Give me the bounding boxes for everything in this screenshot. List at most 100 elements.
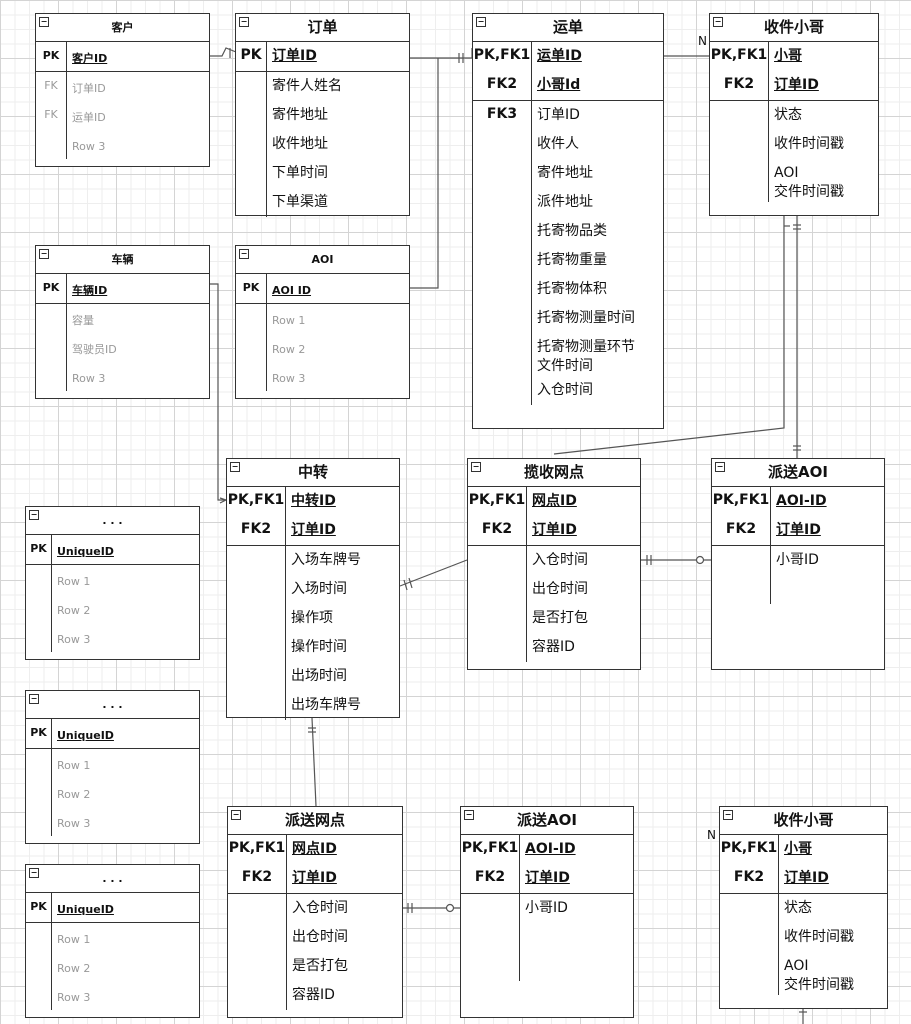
field-name: 是否打包 [292,958,348,974]
key-label [473,333,531,338]
key-label [473,304,531,309]
key-label [720,952,778,957]
field-section: Row 1 Row 2 Row 3 [26,749,199,836]
collapse-icon[interactable]: − [713,17,723,27]
entity-title-text: 派送AOI [517,811,577,829]
collapse-icon[interactable]: − [39,249,49,259]
field-name: 订单ID [784,870,829,886]
field-name: 托寄物品类 [537,223,607,239]
collapse-icon[interactable]: − [476,17,486,27]
field-name: AOI-ID [776,493,827,509]
collapse-icon[interactable]: − [231,810,241,820]
key-section: PK UniqueID [26,893,199,923]
key-section: PK 车辆ID [36,274,209,304]
collapse-icon[interactable]: − [464,810,474,820]
field-name: 容器ID [292,987,335,1003]
collapse-icon[interactable]: − [29,510,39,520]
field-section: 小哥ID [712,546,884,604]
field-name: 出场时间 [291,668,347,684]
field-name: Row 1 [272,314,306,327]
collapse-icon[interactable]: − [239,249,249,259]
field-name: 出场车牌号 [291,697,361,713]
field-name: Row 3 [57,817,91,830]
key-label [26,623,51,630]
collapse-icon[interactable]: − [230,462,240,472]
key-label: PK [30,542,47,555]
field-row: 下单时间 [236,159,409,188]
collapse-icon[interactable]: − [29,868,39,878]
key-label: PK,FK1 [461,840,519,856]
field-name: UniqueID [57,903,114,916]
field-name: 驾驶员ID [72,343,117,356]
field-name: 托寄物测量时间 [537,310,635,326]
field-row: Row 2 [26,778,199,807]
field-row: 出场车牌号 [227,691,399,720]
connector-transfer-outlet [311,717,317,807]
key-label [227,662,285,667]
field-row: 托寄物体积 [473,275,663,304]
collapse-icon[interactable]: − [39,17,49,27]
key-label [473,376,531,381]
field-name [519,923,633,928]
field-name: Row 1 [57,575,91,588]
key-label: PK [30,900,47,913]
entity-title: − 揽收网点 [468,459,640,487]
field-row: 托寄物测量环节 文件时间 [473,333,663,376]
key-label [236,333,266,340]
collapse-icon[interactable]: − [239,17,249,27]
field-row: 收件时间戳 [720,923,887,952]
field-name: 小哥ID [776,552,819,568]
field-row: Row 1 [26,749,199,778]
collapse-icon[interactable]: − [471,462,481,472]
entity-title: −AOI [236,246,409,274]
field-name: 入仓时间 [532,552,588,568]
field-row: AOI 交件时间戳 [710,159,878,202]
entity-title-text: . . . [102,872,123,885]
key-label: FK2 [486,76,518,92]
collapse-icon[interactable]: − [29,694,39,704]
entity-title-text: 收件小哥 [763,18,824,36]
collapse-icon[interactable]: − [715,462,725,472]
field-name: 订单ID [774,77,819,93]
field-name: 寄件地址 [272,107,328,123]
entity-title: −客户 [36,14,209,42]
cardinality-label: N [707,828,716,842]
key-label: PK [42,281,60,294]
field-row: Row 1 [236,304,409,333]
key-label [473,188,531,193]
key-label: PK,FK1 [473,47,531,63]
field-row: AOI 交件时间戳 [720,952,887,995]
field-name: 网点ID [292,841,337,857]
entity-title-text: 揽收网点 [523,463,584,481]
key-label: PK,FK1 [228,840,286,856]
field-name [770,575,884,580]
field-name: 车辆ID [72,284,108,297]
collapse-icon[interactable]: − [723,810,733,820]
field-name: Row 1 [57,759,91,772]
